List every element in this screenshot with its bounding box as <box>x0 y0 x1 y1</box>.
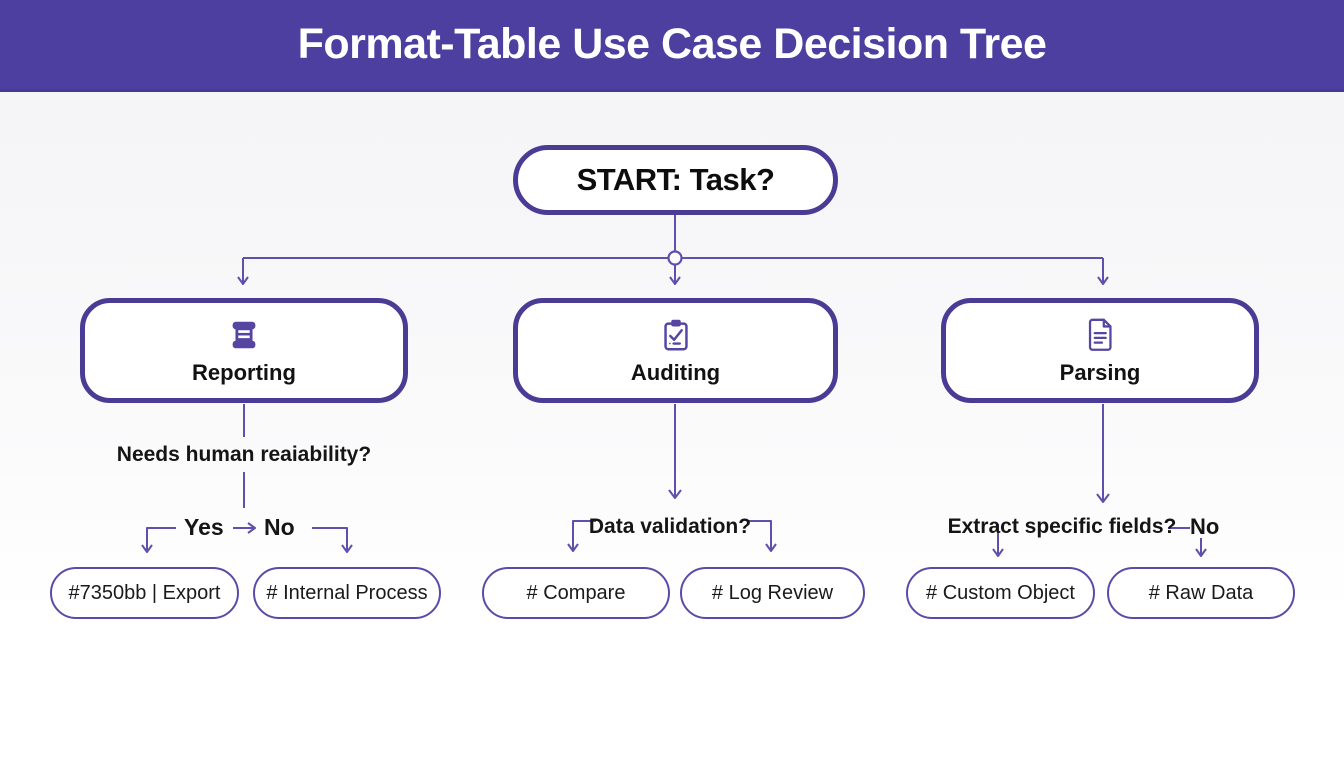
junction-node <box>667 250 683 266</box>
node-auditing: Auditing <box>513 298 838 403</box>
node-reporting: Reporting <box>80 298 408 403</box>
answer-no-parsing-label: No <box>1190 514 1220 539</box>
edge-no-bracket <box>312 527 348 552</box>
leaf-export: #7350bb | Export <box>50 567 239 619</box>
leaf-custom-object: # Custom Object <box>906 567 1095 619</box>
category-label: Auditing <box>630 359 721 385</box>
category-label: Parsing <box>1059 359 1141 385</box>
arrowhead <box>1097 276 1109 285</box>
arrowhead <box>669 276 681 285</box>
leaf-log-review: # Log Review <box>680 567 865 619</box>
edge-yes-bracket <box>146 527 176 552</box>
arrowhead <box>765 543 777 552</box>
document-icon <box>1081 316 1119 354</box>
arrowhead <box>1195 548 1207 557</box>
arrowhead <box>237 276 249 285</box>
arrowhead <box>341 544 353 553</box>
arrowhead <box>567 543 579 552</box>
arrowhead <box>992 548 1004 557</box>
node-parsing: Parsing <box>941 298 1259 403</box>
leaf-compare: # Compare <box>482 567 670 619</box>
page-title: Format-Table Use Case Decision Tree <box>297 20 1047 68</box>
answer-no-label: No <box>264 514 295 540</box>
question-auditing: Data validation? <box>588 515 752 538</box>
leaf-internal-process: # Internal Process <box>253 567 441 619</box>
answer-yes-label: Yes <box>184 514 224 540</box>
question-reporting: Needs human reaiability? <box>116 443 372 466</box>
arrowhead <box>247 522 256 534</box>
title-banner: Format-Table Use Case Decision Tree <box>0 0 1344 92</box>
leaf-raw-data: # Raw Data <box>1107 567 1295 619</box>
start-node: START: Task? <box>513 145 838 215</box>
clipboard-check-icon <box>657 316 695 354</box>
question-parsing: Extract specific fields? <box>947 515 1177 538</box>
category-label: Reporting <box>192 359 296 385</box>
scroll-icon <box>225 316 263 354</box>
arrowhead <box>1096 493 1110 503</box>
arrowhead <box>668 489 682 499</box>
start-label: START: Task? <box>576 162 775 197</box>
arrowhead <box>141 544 153 553</box>
